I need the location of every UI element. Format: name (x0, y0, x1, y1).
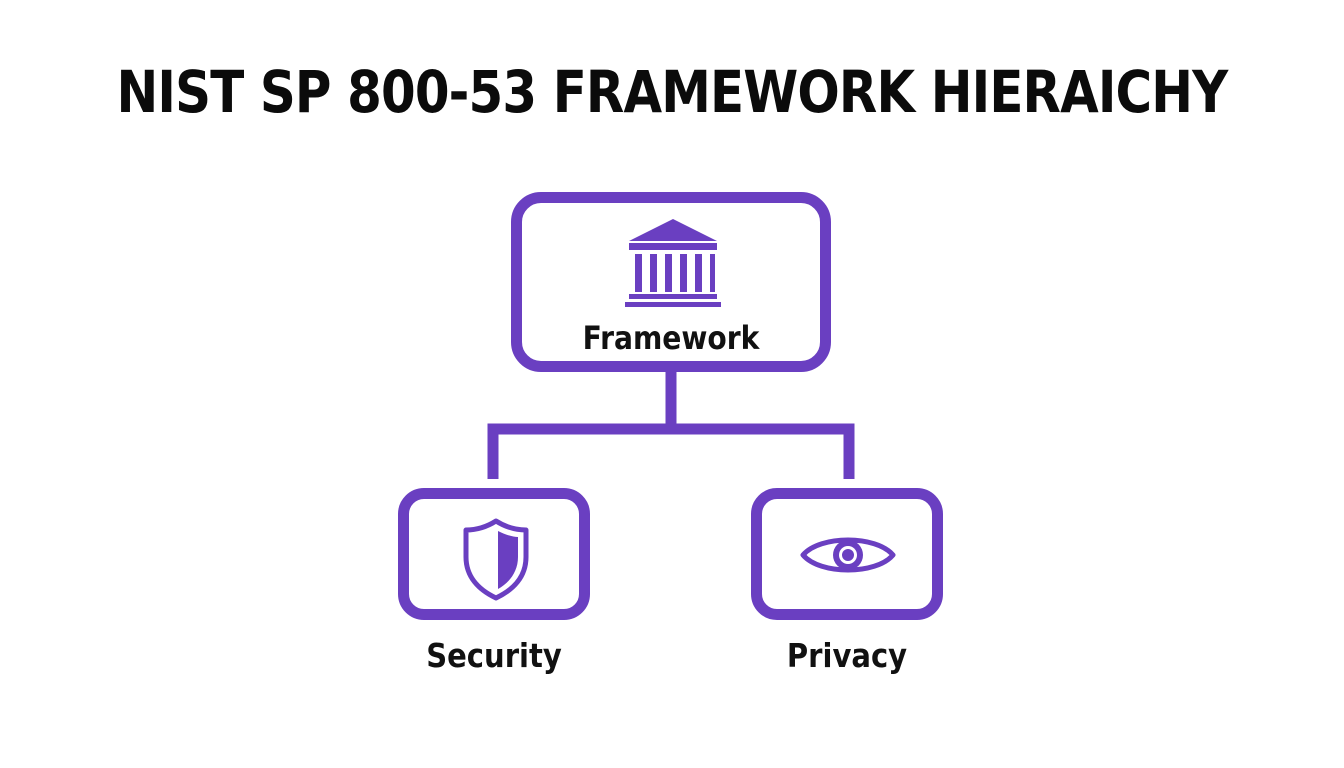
connector-branch (487, 423, 855, 479)
security-label: Security (426, 636, 562, 675)
eye-icon (800, 537, 896, 573)
shield-icon (463, 518, 529, 601)
bank-icon (625, 219, 721, 307)
framework-node: Framework (511, 192, 831, 372)
framework-label: Framework (582, 319, 760, 357)
privacy-node (751, 488, 943, 620)
diagram-title: NIST SP 800-53 FRAMEWORK HIERAICHY (116, 58, 1229, 126)
security-node (398, 488, 590, 620)
privacy-label: Privacy (786, 636, 908, 675)
